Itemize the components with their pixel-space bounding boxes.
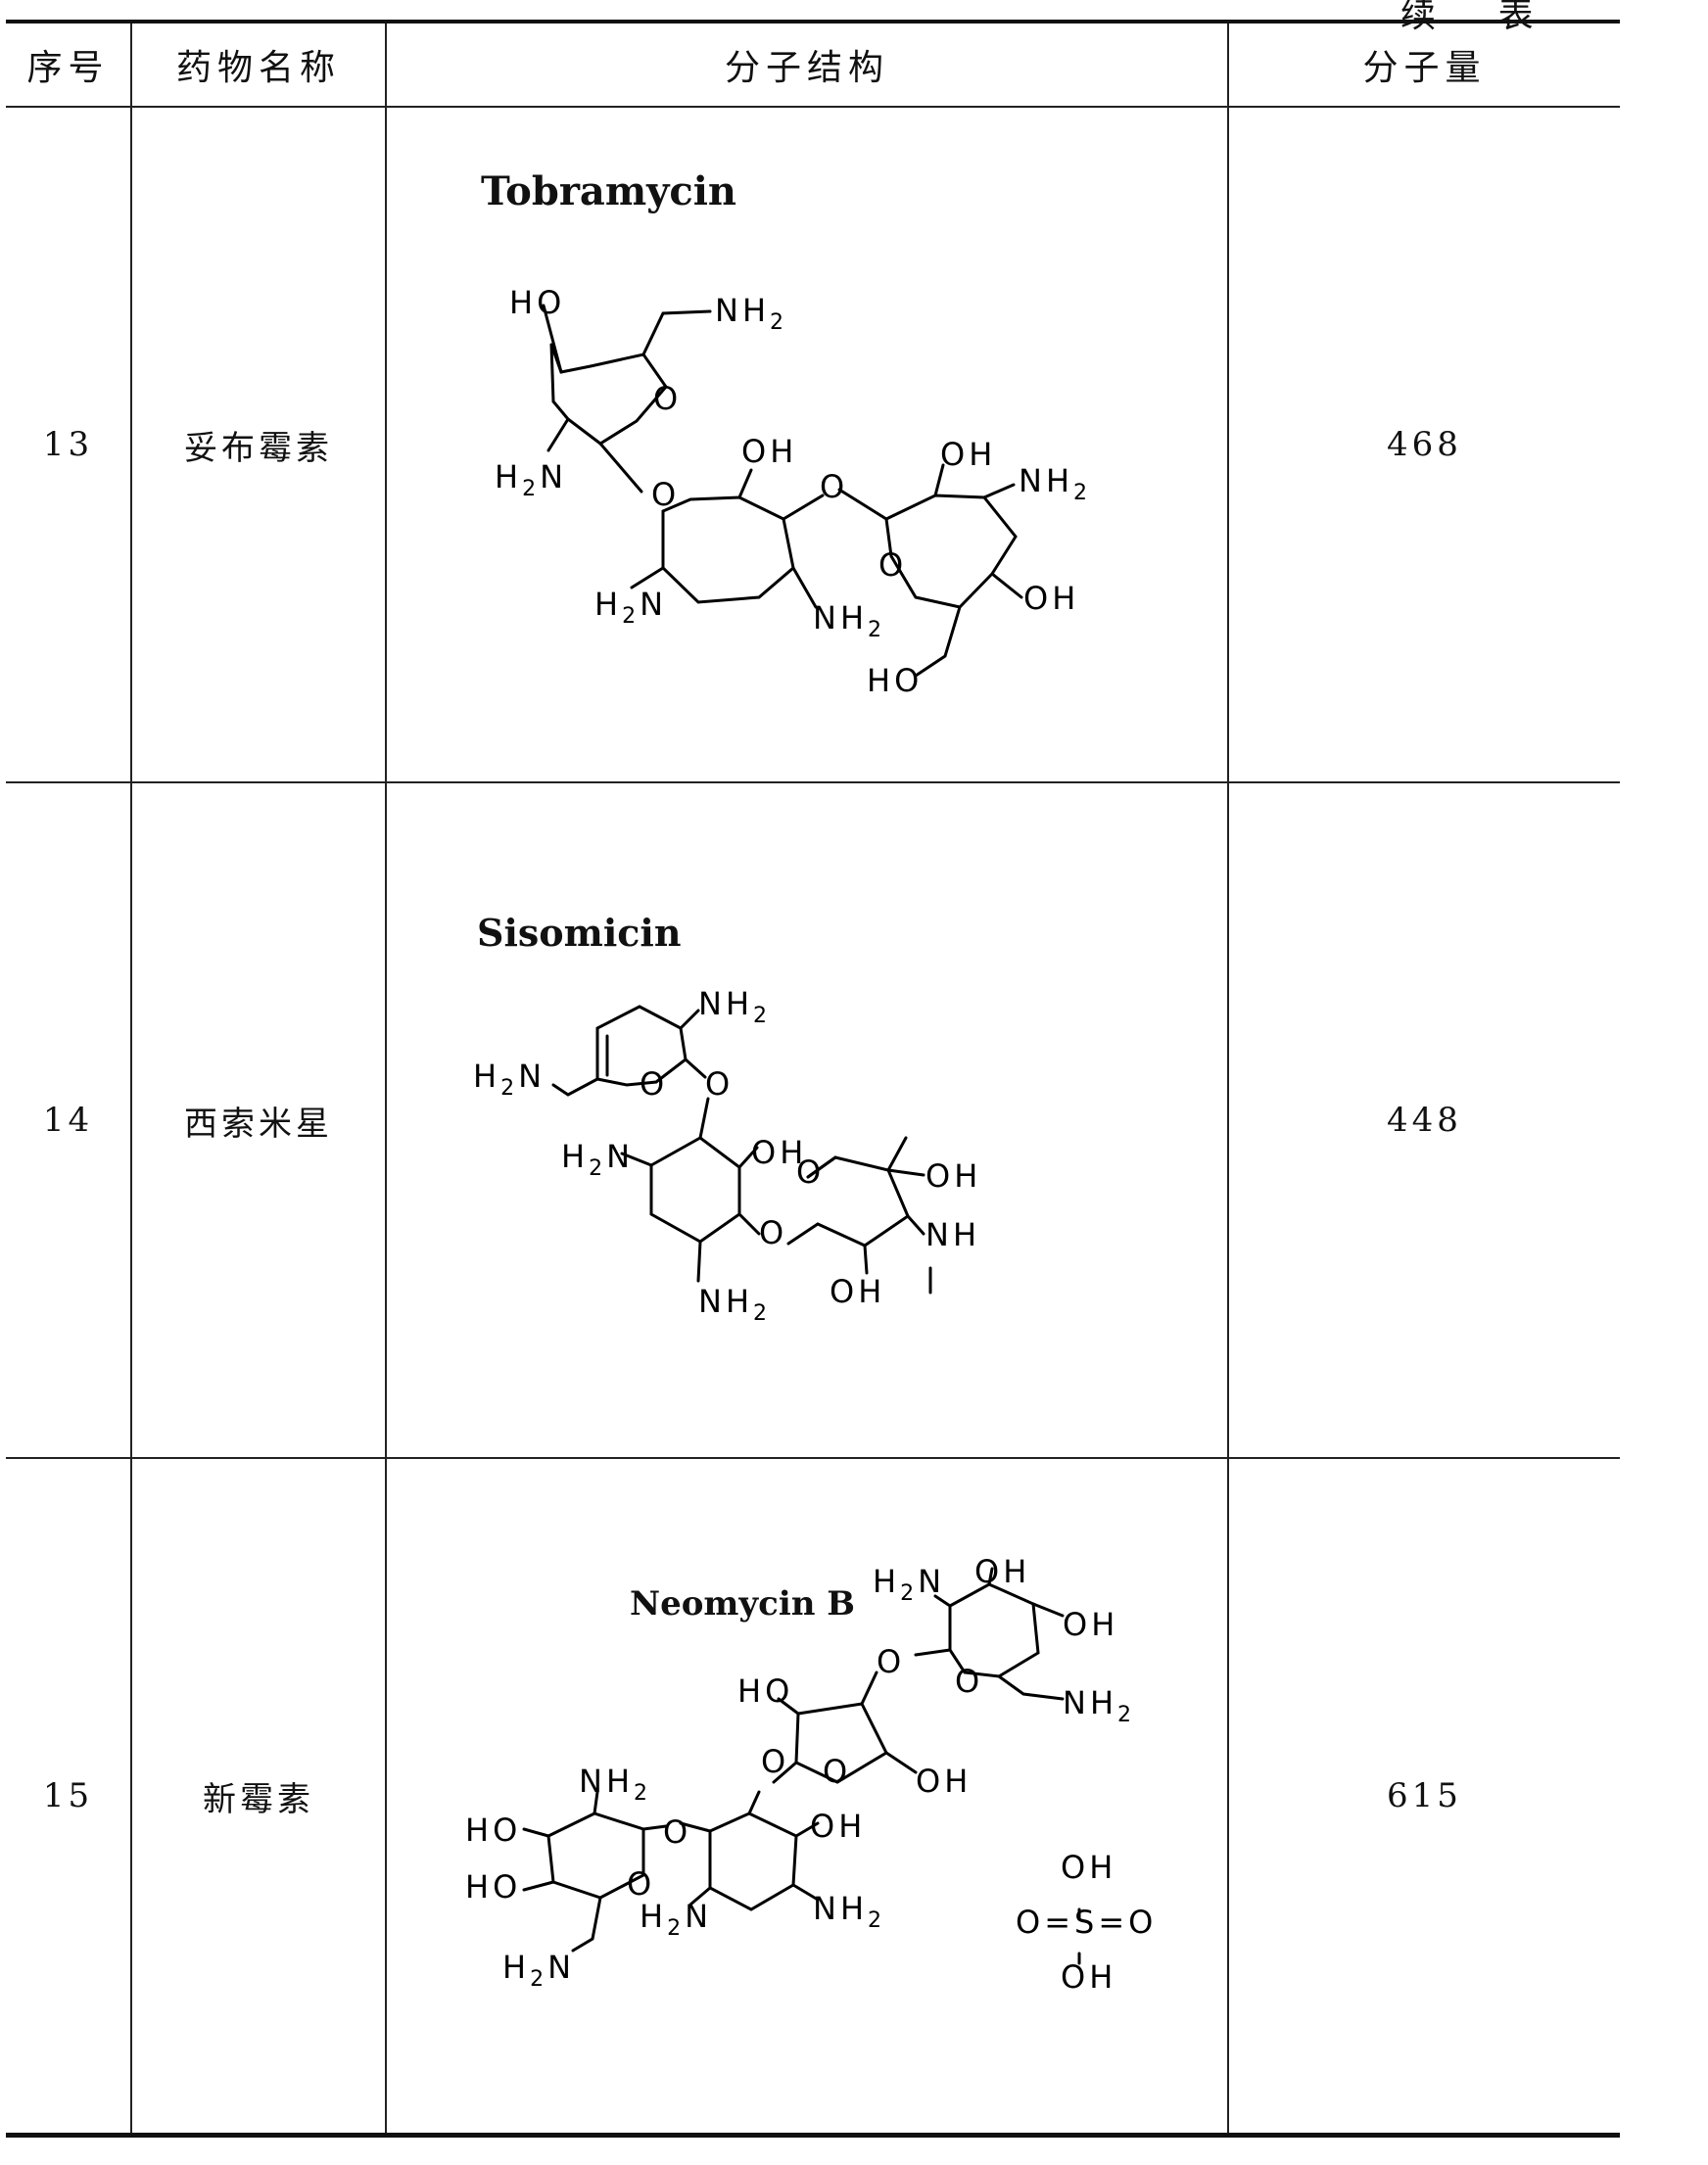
header-drug-name: 药物名称	[130, 20, 387, 108]
svg-text:OH: OH	[810, 1808, 866, 1845]
svg-text:H2N: H2N	[561, 1138, 634, 1181]
svg-text:OH: OH	[741, 433, 797, 470]
svg-text:NH2: NH2	[698, 1283, 771, 1326]
svg-text:O: O	[640, 1065, 668, 1103]
svg-text:OH: OH	[916, 1763, 972, 1800]
row-index: 14	[6, 781, 132, 1459]
svg-text:O: O	[823, 1753, 851, 1790]
svg-text:O: O	[653, 380, 682, 417]
header-index: 序号	[6, 20, 132, 108]
svg-text:OH: OH	[751, 1134, 807, 1171]
svg-text:HO: HO	[737, 1672, 793, 1710]
table-header-row: 序号 药物名称 分子结构 分子量	[6, 20, 1620, 108]
svg-text:OH: OH	[1063, 1606, 1118, 1643]
svg-text:H2N: H2N	[502, 1949, 575, 1992]
svg-text:O=S=O: O=S=O	[1016, 1904, 1157, 1941]
svg-text:H2N: H2N	[873, 1563, 945, 1606]
sisomicin-structure: Sisomicin	[387, 783, 1227, 1457]
row-molecular-weight: 448	[1227, 781, 1620, 1459]
svg-text:NH2: NH2	[813, 599, 885, 642]
svg-text:NH2: NH2	[1019, 462, 1091, 505]
row-structure-cell: Tobramycin	[385, 106, 1229, 783]
svg-text:O: O	[651, 476, 680, 513]
svg-text:O: O	[878, 546, 907, 584]
structure-label: Neomycin B	[630, 1584, 856, 1624]
svg-text:O: O	[627, 1865, 655, 1903]
row-drug-name: 新霉素	[130, 1457, 387, 2138]
svg-text:H2N: H2N	[594, 586, 667, 629]
svg-text:O: O	[759, 1214, 787, 1251]
tobramycin-structure-drawing: HO NH2 O H2N O OH O OH NH2 O H2N NH2	[495, 284, 1091, 699]
svg-text:OH: OH	[1061, 1849, 1116, 1886]
row-molecular-weight: 468	[1227, 106, 1620, 783]
svg-text:O: O	[663, 1813, 691, 1851]
row-structure-cell: Sisomicin	[385, 781, 1229, 1459]
svg-text:HO: HO	[867, 662, 923, 699]
svg-text:NH2: NH2	[813, 1890, 885, 1933]
svg-text:NH: NH	[925, 1216, 980, 1253]
svg-text:OH: OH	[1061, 1958, 1116, 1996]
svg-text:HO: HO	[465, 1868, 521, 1906]
row-structure-cell: Neomycin B	[385, 1457, 1229, 2138]
svg-text:O: O	[761, 1743, 789, 1780]
row-drug-name: 妥布霉素	[130, 106, 387, 783]
drug-structure-table: 序号 药物名称 分子结构 分子量 13 妥布霉素 Tobramycin	[6, 20, 1620, 2138]
svg-text:H2N: H2N	[640, 1898, 712, 1941]
svg-text:HO: HO	[465, 1812, 521, 1849]
sisomicin-structure-drawing: NH2 H2N O O H2N OH O OH O NH NH2 OH	[473, 985, 981, 1326]
neomycin-b-structure-drawing: H2N OH OH O O NH2 HO O O OH NH2 O	[465, 1553, 1157, 1996]
row-index: 15	[6, 1457, 132, 2138]
neomycin-b-structure: Neomycin B	[387, 1459, 1227, 2133]
svg-text:OH: OH	[940, 436, 996, 473]
structure-label: Sisomicin	[477, 911, 682, 955]
row-index: 13	[6, 106, 132, 783]
svg-text:NH2: NH2	[579, 1763, 651, 1806]
svg-text:OH: OH	[925, 1157, 981, 1195]
svg-text:OH: OH	[974, 1553, 1030, 1590]
svg-text:HO: HO	[509, 284, 565, 321]
structure-label: Tobramycin	[481, 168, 737, 214]
svg-text:NH2: NH2	[1063, 1684, 1135, 1727]
svg-text:H2N: H2N	[473, 1058, 546, 1101]
row-molecular-weight: 615	[1227, 1457, 1620, 2138]
header-molecular-weight: 分子量	[1227, 20, 1620, 108]
svg-text:OH: OH	[1023, 580, 1079, 617]
table-row: 14 西索米星 Sisomicin	[6, 781, 1620, 1459]
svg-text:O: O	[705, 1065, 734, 1103]
svg-text:O: O	[796, 1153, 825, 1191]
svg-text:OH: OH	[830, 1273, 885, 1310]
svg-text:O: O	[955, 1663, 983, 1700]
svg-text:O: O	[877, 1643, 905, 1680]
header-structure: 分子结构	[385, 20, 1229, 108]
row-drug-name: 西索米星	[130, 781, 387, 1459]
svg-text:NH2: NH2	[715, 292, 787, 335]
table-row: 15 新霉素 Neomycin B	[6, 1457, 1620, 2138]
svg-text:O: O	[820, 468, 848, 505]
svg-text:NH2: NH2	[698, 985, 771, 1028]
svg-text:H2N: H2N	[495, 458, 567, 501]
table-row: 13 妥布霉素 Tobramycin	[6, 106, 1620, 783]
tobramycin-structure: Tobramycin	[387, 108, 1227, 781]
